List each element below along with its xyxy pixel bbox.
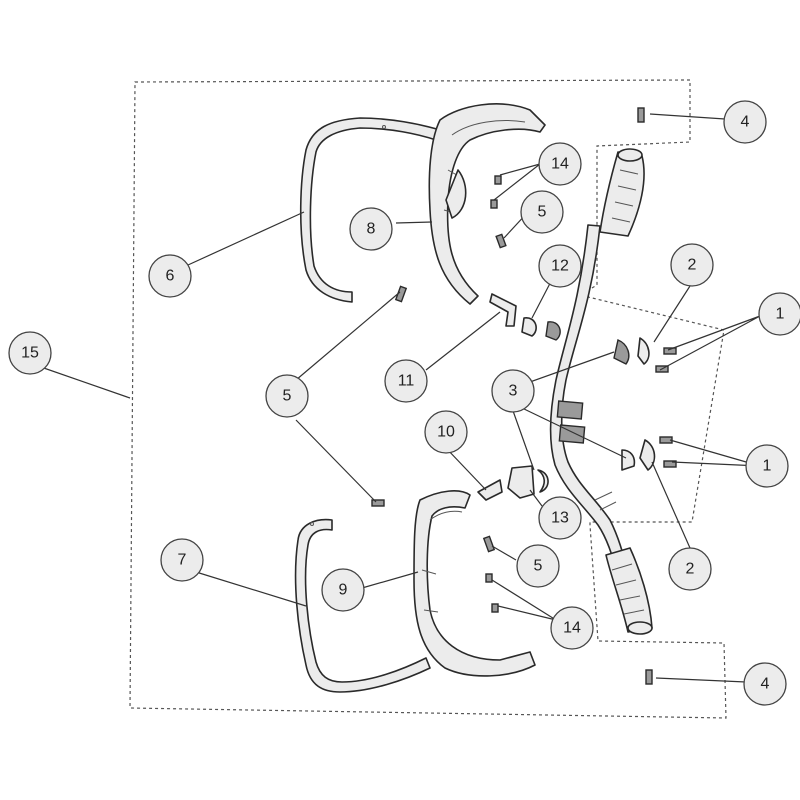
clamp-12b <box>521 317 537 337</box>
callout-4-top: 4 <box>723 100 767 144</box>
clamp-2a <box>637 337 650 365</box>
svg-text:13: 13 <box>551 510 569 527</box>
screw-4a <box>637 107 645 123</box>
callout-12: 12 <box>538 244 582 288</box>
svg-text:9: 9 <box>339 582 348 599</box>
callout-5-bottom: 5 <box>516 544 560 588</box>
callout-11: 11 <box>384 359 428 403</box>
svg-text:5: 5 <box>283 388 292 405</box>
callout-6: 6 <box>148 254 192 298</box>
clamp-3a <box>613 339 630 365</box>
clamp-3b <box>621 449 636 471</box>
svg-text:11: 11 <box>398 373 415 390</box>
bracket-11 <box>489 293 517 327</box>
clamp-12 <box>545 321 561 341</box>
svg-text:5: 5 <box>538 204 547 221</box>
screw-1d <box>663 460 677 468</box>
clamp-2b <box>639 439 656 471</box>
svg-text:5: 5 <box>534 558 543 575</box>
svg-text:15: 15 <box>21 345 39 362</box>
screw-14b <box>490 199 498 209</box>
grip-top <box>599 148 645 237</box>
screw-4b <box>645 669 653 685</box>
guard-bar-lower <box>294 518 431 693</box>
svg-text:7: 7 <box>178 552 187 569</box>
callout-15: 15 <box>8 331 52 375</box>
svg-text:4: 4 <box>741 114 750 131</box>
screw-5a <box>495 233 507 249</box>
handguard-lower <box>413 490 536 677</box>
handguard-upper <box>428 103 546 305</box>
kit-boundary <box>129 79 727 719</box>
svg-text:12: 12 <box>551 258 569 275</box>
svg-text:3: 3 <box>509 383 518 400</box>
screw-14d <box>491 603 499 613</box>
screw-5d <box>482 535 496 553</box>
svg-text:14: 14 <box>563 620 581 637</box>
screw-14a <box>494 175 502 185</box>
clip-13 <box>537 469 549 493</box>
callout-1-bottom: 1 <box>745 444 789 488</box>
hardware <box>371 107 677 685</box>
svg-text:1: 1 <box>763 458 772 475</box>
callout-4-bottom: 4 <box>743 662 787 706</box>
callout-14-top: 14 <box>538 142 582 186</box>
svg-text:1: 1 <box>776 306 785 323</box>
callout-3: 3 <box>491 369 535 413</box>
screw-14c <box>485 573 493 583</box>
svg-text:8: 8 <box>367 221 376 238</box>
svg-text:14: 14 <box>551 156 569 173</box>
callout-1-top: 1 <box>758 292 800 336</box>
svg-text:2: 2 <box>688 257 697 274</box>
callout-8: 8 <box>349 207 393 251</box>
svg-text:4: 4 <box>761 676 770 693</box>
callout-7: 7 <box>160 538 204 582</box>
bracket-10 <box>477 479 503 501</box>
screw-1a <box>663 347 677 355</box>
callout-13: 13 <box>538 496 582 540</box>
callout-2-top: 2 <box>670 243 714 287</box>
callout-5-left: 5 <box>265 374 309 418</box>
callout-5-top: 5 <box>520 190 564 234</box>
svg-text:6: 6 <box>166 268 175 285</box>
callout-14-bottom: 14 <box>550 606 594 650</box>
grip-bottom <box>605 547 653 635</box>
callout-9: 9 <box>321 568 365 612</box>
leader-lines <box>37 113 761 683</box>
screw-5c <box>371 499 385 507</box>
callout-10: 10 <box>424 410 468 454</box>
svg-text:10: 10 <box>437 424 455 441</box>
svg-text:2: 2 <box>686 561 695 578</box>
callout-2-bottom: 2 <box>668 547 712 591</box>
mount-13 <box>507 465 535 499</box>
